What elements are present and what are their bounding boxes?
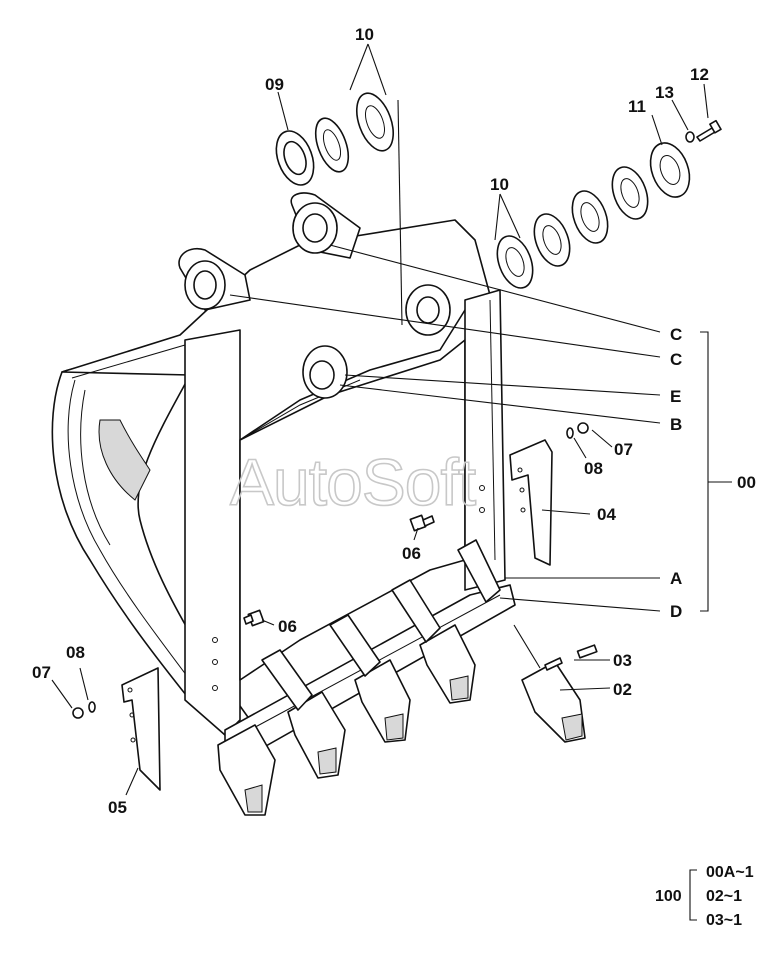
shims-10-right [496, 166, 649, 289]
callout-13: 13 [655, 83, 674, 102]
pin-03 [544, 644, 598, 671]
callout-c-lower: C [670, 350, 682, 369]
callout-e: E [670, 387, 681, 406]
callout-05: 05 [108, 798, 127, 817]
callout-10-left: 10 [355, 25, 374, 44]
callout-07-left: 07 [32, 663, 51, 682]
bolt-12 [696, 119, 722, 142]
callout-04: 04 [597, 505, 616, 524]
callout-09: 09 [265, 75, 284, 94]
tooth-02 [521, 661, 586, 743]
callout-b: B [670, 415, 682, 434]
bucket-body [51, 219, 516, 756]
reference-main: 100 [655, 888, 682, 905]
side-cutter-04 [509, 439, 553, 566]
plate-11 [649, 142, 691, 198]
side-cutter-05 [121, 667, 161, 791]
leader-lines [51, 43, 732, 921]
callout-10-right: 10 [490, 175, 509, 194]
reference-item-3: 03~1 [706, 912, 742, 929]
watermark: AutoSoft [230, 445, 476, 519]
reference-item-1: 00A~1 [706, 864, 754, 881]
callout-08-left: 08 [66, 643, 85, 662]
reference-item-2: 02~1 [706, 888, 742, 905]
washer-09 [275, 130, 315, 186]
shims-10-left [314, 92, 395, 173]
callout-a: A [670, 569, 682, 588]
callout-06-lower: 06 [278, 617, 297, 636]
callout-07-right: 07 [614, 440, 633, 459]
nuts-washers [72, 422, 589, 719]
callout-c-upper: C [670, 325, 682, 344]
callout-03: 03 [613, 651, 632, 670]
callout-d: D [670, 602, 682, 621]
washer-13 [685, 131, 695, 143]
callout-06-upper: 06 [402, 544, 421, 563]
callout-11: 11 [628, 97, 646, 116]
callout-08-right: 08 [584, 459, 603, 478]
teeth [217, 539, 501, 816]
bolts-06 [243, 514, 435, 627]
callout-00: 00 [737, 473, 756, 492]
callout-12: 12 [690, 65, 709, 84]
callout-02: 02 [613, 680, 632, 699]
callout-labels: 10 09 13 12 11 10 C C E B 07 08 00 04 06… [32, 25, 756, 817]
reference-block: 100 00A~1 02~1 03~1 [655, 864, 754, 929]
